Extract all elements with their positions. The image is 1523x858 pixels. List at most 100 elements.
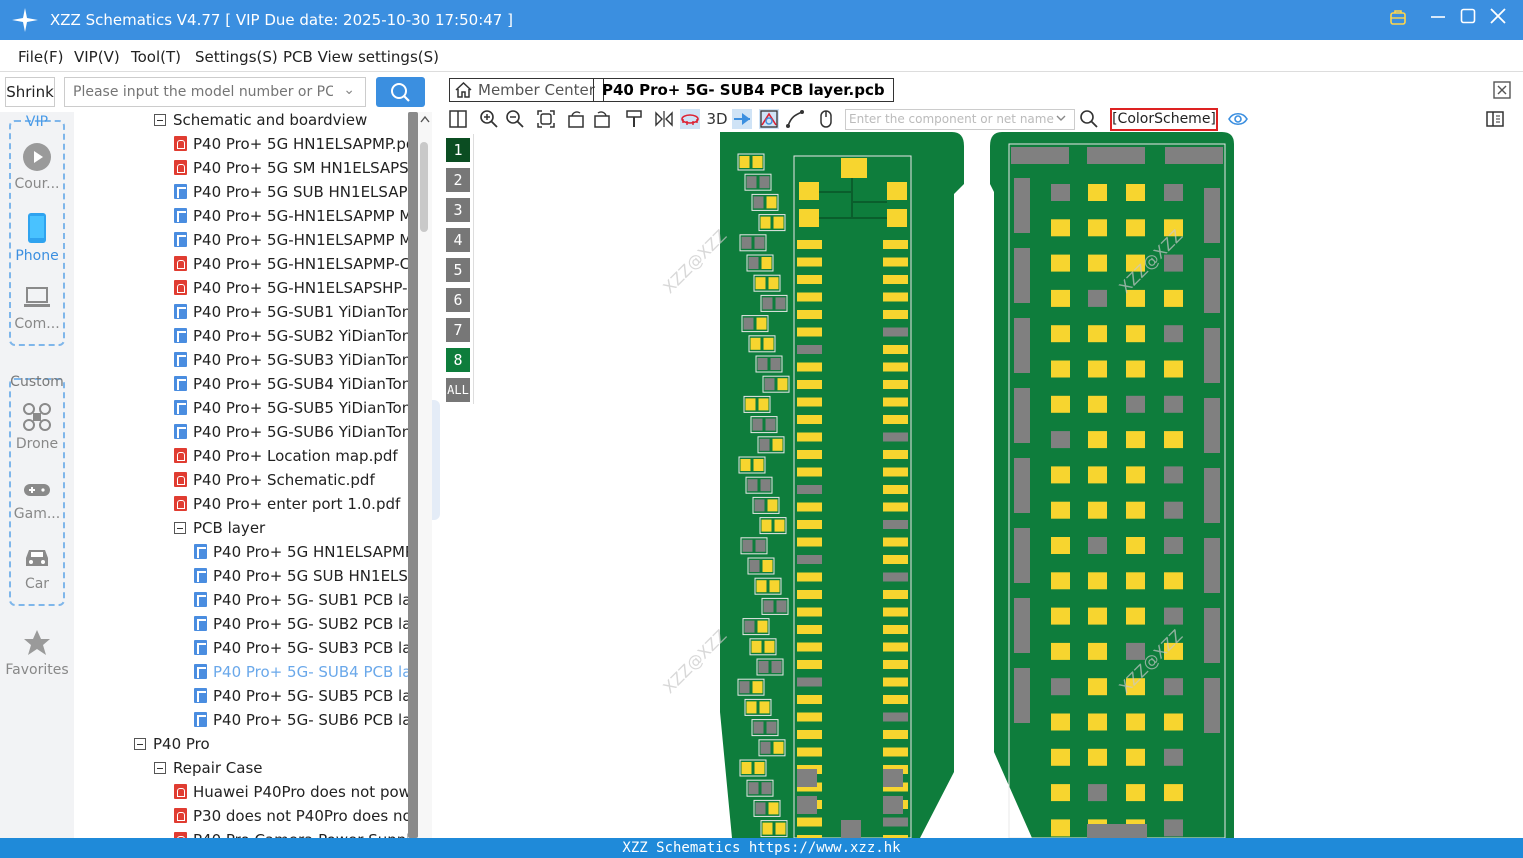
tree-file-item[interactable]: P40 Pro+ 5G-HN1ELSAPSHP-Co — [174, 277, 408, 299]
tree-folder[interactable]: Repair Case — [154, 757, 263, 779]
tree-file-item[interactable]: P40 Pro+ 5G-SUB3 YiDianTong. — [174, 349, 408, 371]
tree-file-item[interactable]: P30 does not P40Pro does not c — [174, 805, 408, 827]
maximize-icon[interactable] — [1457, 8, 1479, 30]
tree-file-item[interactable]: Huawei P40Pro does not power — [174, 781, 408, 803]
zoom-in-icon[interactable] — [479, 109, 499, 129]
tree-file-item[interactable]: P40 Pro Camera Power Supply — [174, 829, 408, 838]
nav-favorites[interactable]: Favorites — [0, 628, 74, 678]
tree-folder[interactable]: Schematic and boardview — [154, 112, 367, 131]
fit-view-icon[interactable] — [536, 109, 556, 129]
tree-file-item[interactable]: P40 Pro+ 5G SUB HN1ELSAPSH — [174, 181, 408, 203]
tree-folder[interactable]: PCB layer — [174, 517, 265, 539]
tree-file-item[interactable]: P40 Pro+ 5G-HN1ELSAPMP MB — [174, 205, 408, 227]
nav-game[interactable]: Gam... — [0, 478, 74, 522]
tab-member-center[interactable]: Member Center — [449, 78, 604, 102]
tree-file-item[interactable]: P40 Pro+ 5G HN1ELSAPMP P — [194, 541, 408, 563]
pin-select-icon[interactable] — [732, 109, 752, 129]
nav-phone[interactable]: Phone — [0, 212, 74, 264]
menu-tool[interactable]: Tool(T) — [131, 48, 182, 66]
eye-icon[interactable] — [1228, 109, 1248, 129]
vip-bag-icon[interactable] — [1387, 8, 1409, 30]
tree-file-item[interactable]: P40 Pro+ Location map.pdf — [174, 445, 398, 467]
layer-5-button[interactable]: 5 — [446, 258, 470, 282]
layer-6-button[interactable]: 6 — [446, 288, 470, 312]
layer-all-button[interactable]: ALL — [446, 378, 470, 402]
layer-4-button[interactable]: 4 — [446, 228, 470, 252]
collapse-toggle-icon[interactable] — [174, 522, 186, 534]
paint-brush-icon[interactable] — [624, 109, 644, 129]
component-net-input[interactable]: Enter the component or net name — [845, 109, 1075, 130]
toggle-3d-button[interactable]: 3D — [706, 110, 728, 128]
shrink-button[interactable]: Shrink — [5, 77, 55, 107]
color-scheme-button[interactable]: [ColorScheme] — [1110, 108, 1218, 131]
search-button[interactable] — [376, 77, 425, 107]
tree-folder[interactable]: P40 Pro — [134, 733, 210, 755]
scroll-up-arrow-icon[interactable] — [419, 114, 431, 124]
close-icon[interactable] — [1487, 8, 1509, 30]
nav-course[interactable]: Cour... — [0, 142, 74, 192]
menu-pcb-view-settings[interactable]: PCB View settings(S) — [283, 48, 439, 66]
tree-file-item[interactable]: P40 Pro+ enter port 1.0.pdf — [174, 493, 400, 515]
mouse-mode-icon[interactable] — [816, 109, 836, 129]
component-search-icon[interactable] — [1079, 109, 1099, 129]
tree-file-item[interactable]: P40 Pro+ 5G SUB HN1ELSAP — [194, 565, 408, 587]
nav-car[interactable]: Car — [0, 544, 74, 592]
tree-file-item[interactable]: P40 Pro+ 5G-HN1ELSAPMP-Co — [174, 253, 408, 275]
tree-file-item[interactable]: P40 Pro+ 5G-HN1ELSAPMP MB — [174, 229, 408, 251]
menu-file[interactable]: File(F) — [18, 48, 64, 66]
collapse-panel-handle[interactable] — [432, 400, 440, 520]
outer-scrollbar-thumb[interactable] — [420, 142, 428, 232]
layer-8-button[interactable]: 8 — [446, 348, 470, 372]
collapse-toggle-icon[interactable] — [134, 738, 146, 750]
tab-active-pcb[interactable]: P40 Pro+ 5G- SUB4 PCB layer.pcb — [593, 78, 894, 102]
pcb-canvas[interactable]: XZZ@XZZ XZZ@XZZ XZZ@XZZ XZZ@XZZ — [442, 132, 1523, 838]
pcb-pad — [743, 317, 754, 330]
tree-file-item[interactable]: P40 Pro+ Schematic.pdf — [174, 469, 375, 491]
tree-file-item[interactable]: P40 Pro+ 5G-SUB4 YiDianTong. — [174, 373, 408, 395]
tree-file-item[interactable]: P40 Pro+ 5G- SUB2 PCB laye — [194, 613, 408, 635]
tree-scrollbar-track[interactable] — [408, 112, 418, 838]
chevron-down-icon[interactable]: ⌄ — [343, 82, 355, 98]
tree-file-item[interactable]: P40 Pro+ 5G- SUB6 PCB laye — [194, 709, 408, 731]
zoom-out-icon[interactable] — [505, 109, 525, 129]
tree-file-item[interactable]: P40 Pro+ 5G-SUB6 YiDianTong. — [174, 421, 408, 443]
nav-computer[interactable]: Com... — [0, 284, 74, 332]
trace-tool-icon[interactable] — [785, 109, 805, 129]
layer-7-button[interactable]: 7 — [446, 318, 470, 342]
minimize-icon[interactable] — [1427, 8, 1449, 30]
menu-vip[interactable]: VIP(V) — [74, 48, 120, 66]
layer-2-button[interactable]: 2 — [446, 168, 470, 192]
tree-file-item[interactable]: P40 Pro+ 5G-SUB2 YiDianTong. — [174, 325, 408, 347]
rotate-right-icon[interactable] — [592, 109, 612, 129]
split-view-icon[interactable] — [448, 109, 468, 129]
tree-file-item[interactable]: P40 Pro+ 5G- SUB1 PCB laye — [194, 589, 408, 611]
tree-file-item[interactable]: P40 Pro+ 5G-SUB5 YiDianTong. — [174, 397, 408, 419]
layer-1-button[interactable]: 1 — [446, 138, 470, 162]
collapse-toggle-icon[interactable] — [154, 114, 166, 126]
layer-3-button[interactable]: 3 — [446, 198, 470, 222]
pcb-pad — [770, 358, 781, 370]
pcb-board-drawing[interactable] — [442, 132, 1523, 838]
diode-view-icon[interactable] — [759, 109, 779, 129]
tree-scrollbar-thumb[interactable] — [408, 112, 418, 838]
mirror-icon[interactable] — [654, 109, 674, 129]
pcb-file-icon — [174, 184, 187, 199]
tree-file-item[interactable]: P40 Pro+ 5G-SUB1 YiDianTong. — [174, 301, 408, 323]
pcb-pad — [1088, 572, 1107, 590]
pcb-pad — [883, 397, 908, 407]
tree-file-item[interactable]: P40 Pro+ 5G HN1ELSAPMP.pdf — [174, 133, 408, 155]
nav-drone[interactable]: Drone — [0, 402, 74, 452]
component-dropdown-icon[interactable] — [1055, 112, 1067, 124]
rotate-left-icon[interactable] — [566, 109, 586, 129]
tree-file-item[interactable]: P40 Pro+ 5G SM HN1ELSAPSHP — [174, 157, 408, 179]
menu-settings[interactable]: Settings(S) — [195, 48, 278, 66]
close-tab-icon[interactable] — [1493, 81, 1511, 99]
tree-file-item[interactable]: P40 Pro+ 5G- SUB4 PCB laye — [194, 661, 408, 683]
net-highlight-icon[interactable] — [680, 109, 700, 129]
tree-file-item[interactable]: P40 Pro+ 5G- SUB3 PCB laye — [194, 637, 408, 659]
model-search-input[interactable] — [73, 82, 333, 102]
tree-outer-scrollbar[interactable] — [418, 112, 432, 838]
collapse-toggle-icon[interactable] — [154, 762, 166, 774]
tree-file-item[interactable]: P40 Pro+ 5G- SUB5 PCB laye — [194, 685, 408, 707]
side-panel-icon[interactable] — [1485, 109, 1505, 129]
